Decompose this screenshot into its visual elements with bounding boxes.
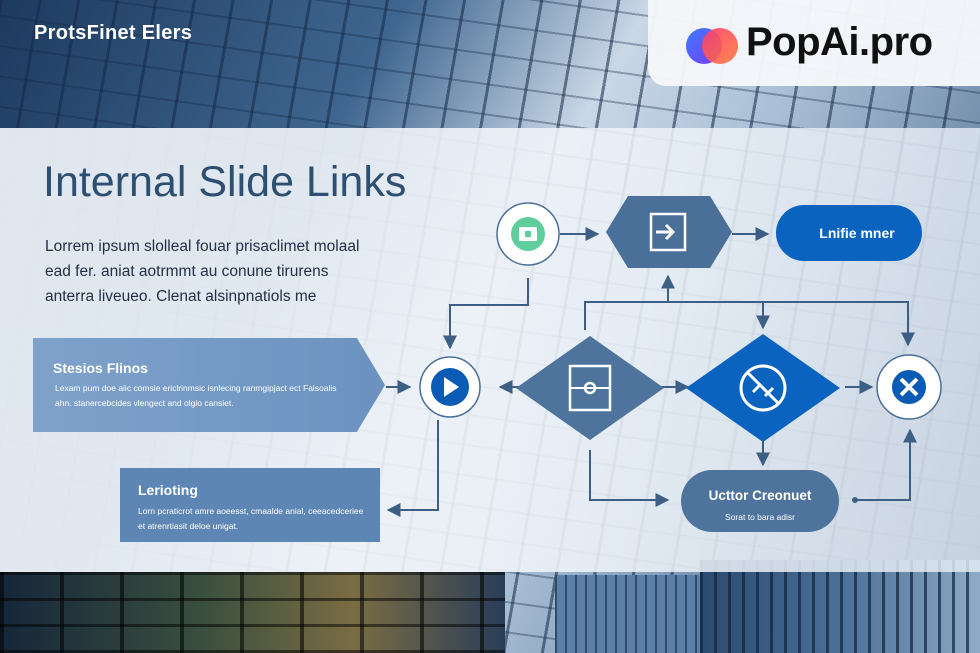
stesios-card-text: Lexam pum doe aiic comsie ericlrinmsic i… [55,383,337,408]
slide-description: Lorrem ipsum slolleal fouar prisaclimet … [45,238,360,305]
connector-to-bottom-pill [589,450,670,507]
stesios-card[interactable]: Stesios Flinos Lexam pum doe aiic comsie… [33,338,385,432]
connector-image-to-play [443,278,529,350]
background-building-left [0,572,505,653]
play-node[interactable] [419,356,481,418]
connector-pill-to-close [855,428,917,501]
top-pill-label: Lnifie mner [819,225,895,241]
logo-text: PopAi.pro [746,20,933,64]
popai-logo-icon[interactable] [684,24,742,68]
close-node[interactable] [876,354,942,420]
frame-diamond-node[interactable] [516,336,664,440]
lerioting-card[interactable]: Lerioting Lorn pcraticrot amre aoeesst, … [120,468,380,542]
top-pill-node[interactable]: Lnifie mner [776,205,922,261]
bottom-pill-title: Ucttor Creonuet [709,488,812,503]
bottom-pill-subtitle: Sorat to bara adisr [725,512,795,522]
bottom-pill-node[interactable]: Ucttor Creonuet Sorat to bara adisr [681,470,839,532]
connectors [386,227,917,517]
brand-title: ProtsFinet Elers [34,22,193,44]
blue-diamond-node[interactable] [686,334,840,442]
no-link-icon [739,364,787,412]
lerioting-card-text: Lorn pcraticrot amre aoeesst, cmaalde an… [138,506,364,531]
image-node[interactable] [496,202,560,266]
lerioting-card-title: Lerioting [138,482,198,498]
frame-icon [568,364,612,412]
connector-branch-right [584,301,915,347]
stesios-card-title: Stesios Flinos [53,360,148,376]
connector-play-to-card [386,420,439,517]
background-building-mid [555,575,700,653]
login-hexagon-node[interactable] [606,196,732,268]
login-arrow-icon [649,212,687,252]
background-building-right [700,560,980,653]
slide-title: Internal Slide Links [43,158,407,206]
